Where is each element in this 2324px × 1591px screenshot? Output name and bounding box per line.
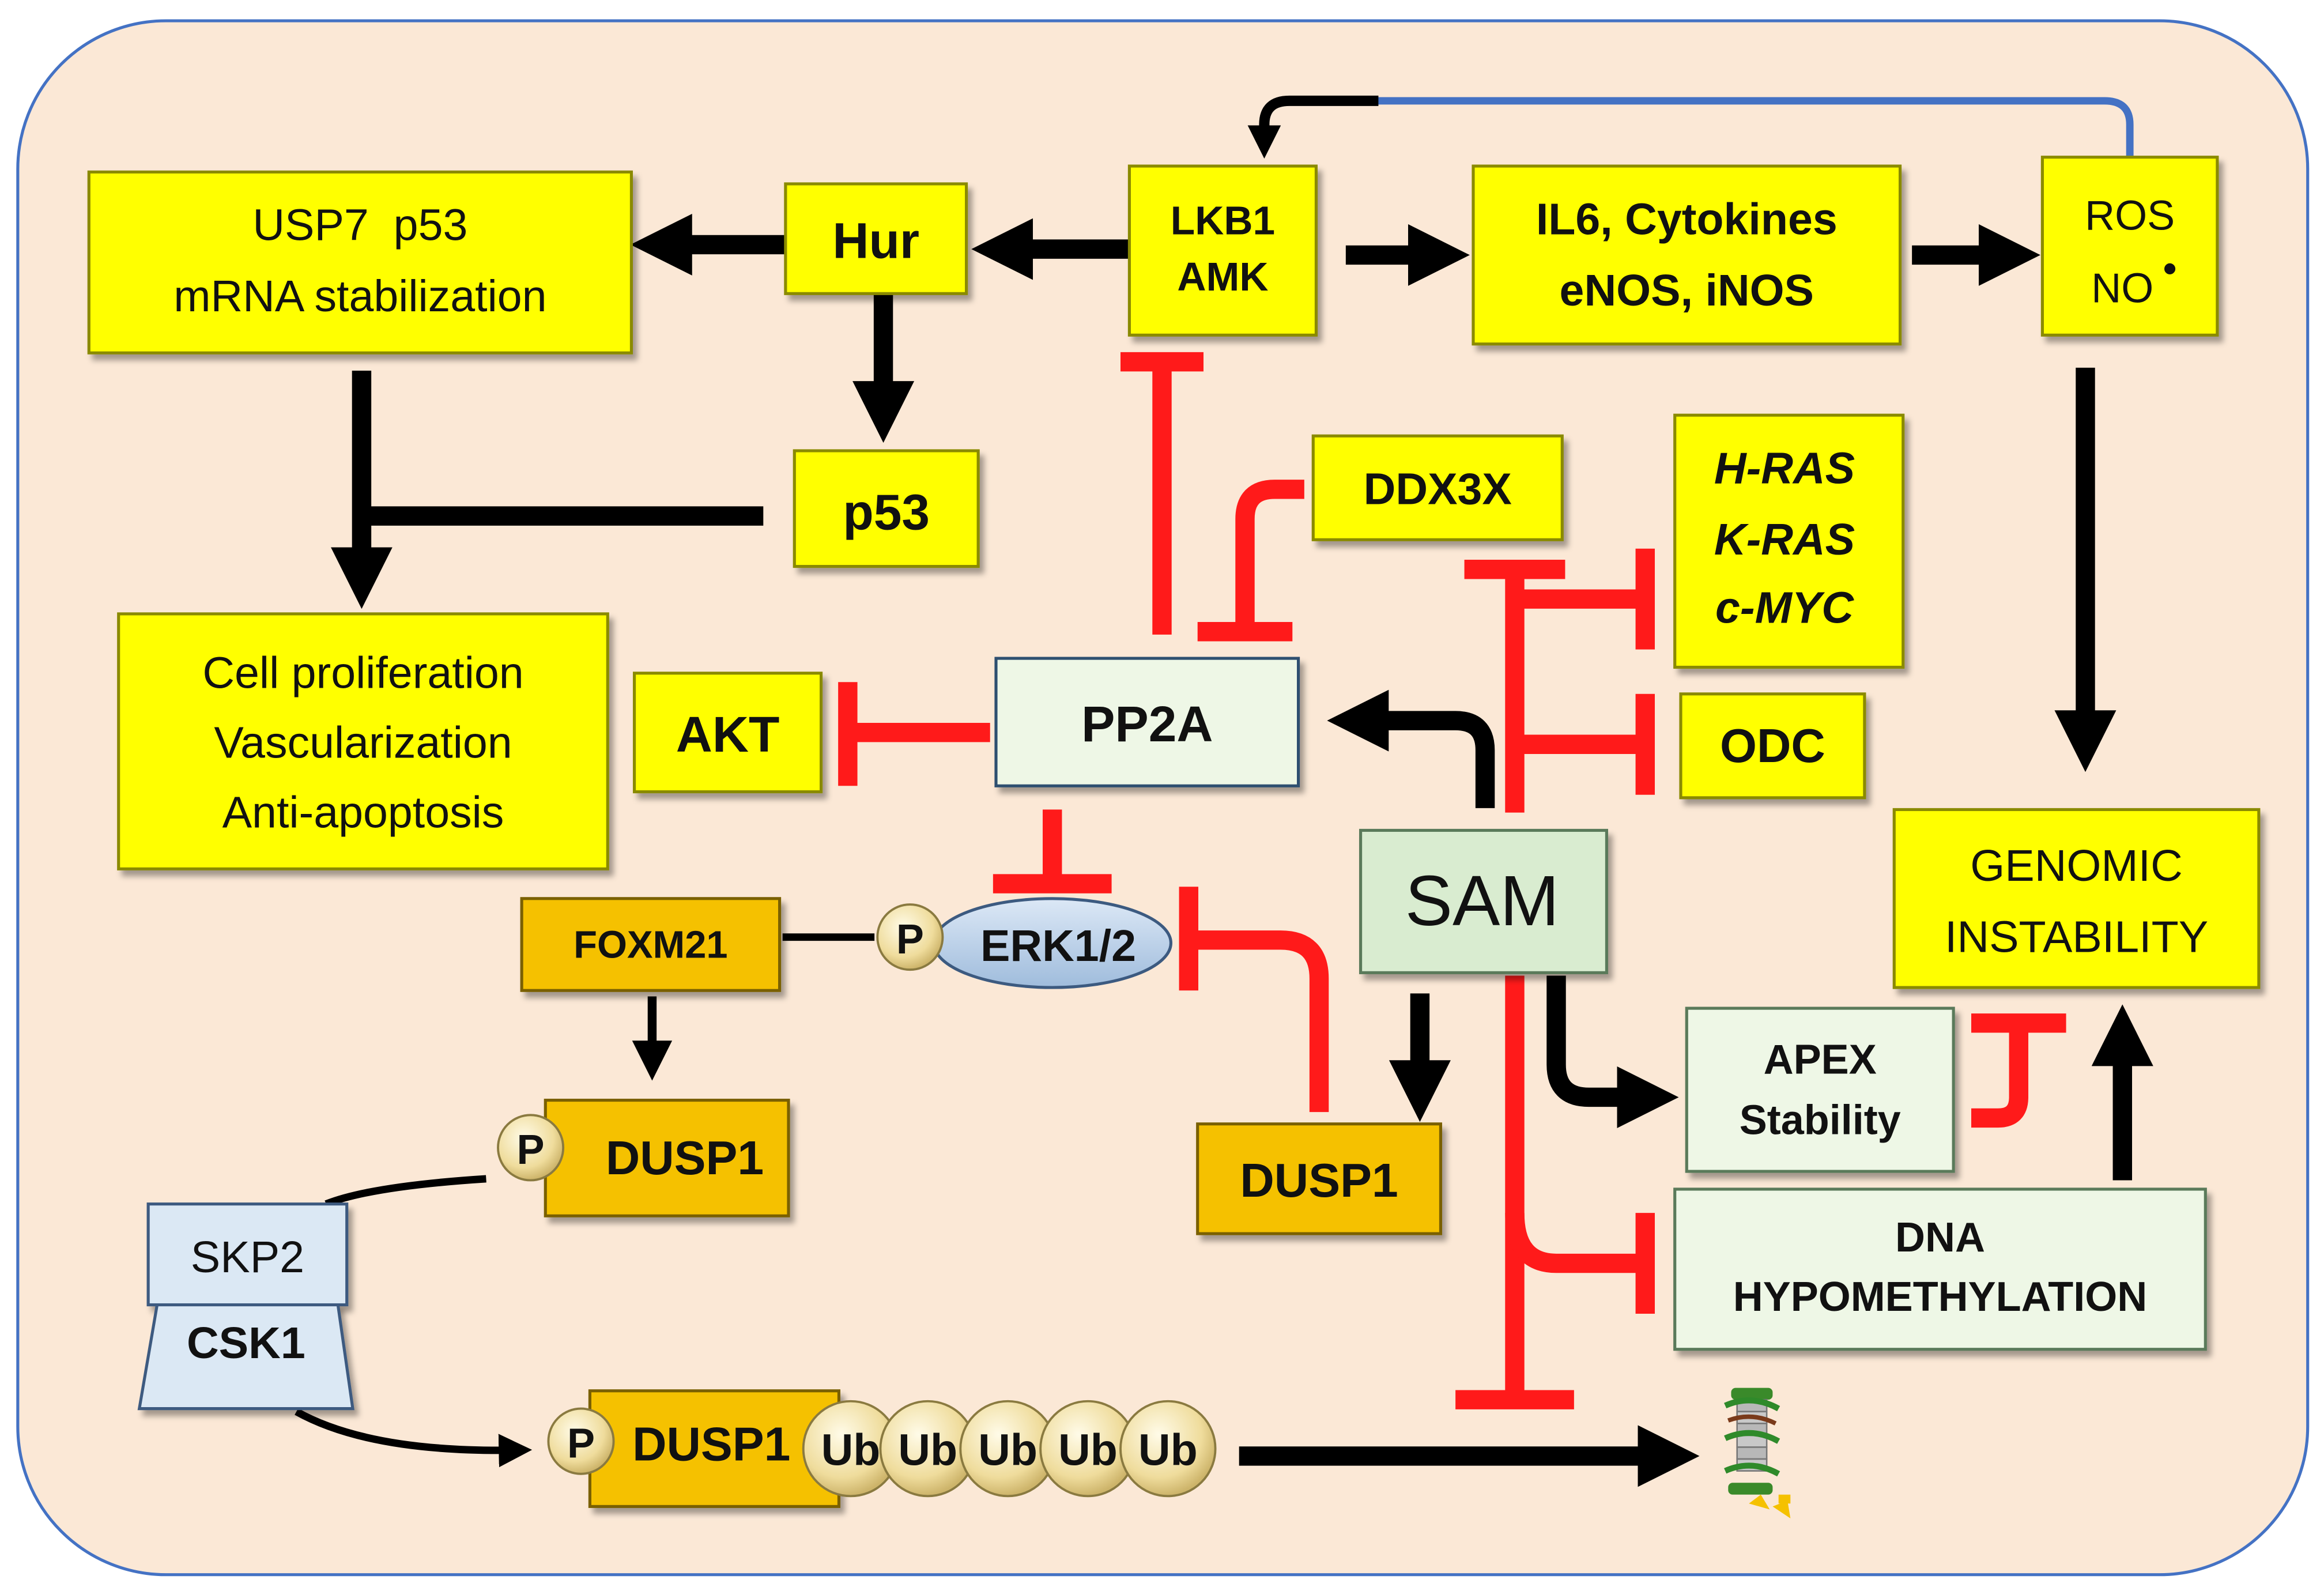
dusp1-bottom-phospho-label: P bbox=[567, 1420, 595, 1466]
node-p53[interactable]: p53 bbox=[793, 449, 980, 568]
genomic-line2: INSTABILITY bbox=[1945, 912, 2208, 962]
node-ros[interactable]: ROS NO • bbox=[2040, 156, 2219, 337]
node-apex[interactable]: APEX Stability bbox=[1685, 1006, 1955, 1173]
node-ddx3x[interactable]: DDX3X bbox=[1311, 434, 1564, 541]
hur-label: Hur bbox=[832, 213, 919, 269]
foxm21-label: FOXM21 bbox=[574, 923, 727, 967]
skp2-label: SKP2 bbox=[191, 1232, 304, 1282]
proteasome-icon bbox=[1724, 1388, 1791, 1518]
ub-label-2: Ub bbox=[898, 1425, 957, 1475]
inhibit-ddx3x-pp2a bbox=[1235, 480, 1304, 632]
node-hur[interactable]: Hur bbox=[784, 182, 968, 295]
dusp1-top-phospho-label: P bbox=[517, 1127, 545, 1173]
edge-sam-apex bbox=[1546, 975, 1679, 1128]
node-foxm21[interactable]: FOXM21 bbox=[520, 897, 782, 992]
node-lkb1[interactable]: LKB1 AMK bbox=[1127, 164, 1318, 337]
lkb1-line2: AMK bbox=[1177, 254, 1268, 299]
erk-phospho-ball bbox=[876, 903, 944, 971]
node-il6[interactable]: IL6, Cytokines eNOS, iNOS bbox=[1472, 164, 1902, 346]
node-skp2-csk1[interactable]: SKP2 CSK1 bbox=[137, 1202, 354, 1411]
dusp1-top-phospho-ball bbox=[497, 1114, 565, 1182]
node-dusp1-bottom[interactable]: DUSP1 P bbox=[547, 1389, 841, 1508]
node-genomic[interactable]: GENOMIC INSTABILITY bbox=[1892, 808, 2261, 989]
inhibit-dusp1-erk bbox=[1189, 930, 1329, 1113]
p53-label: p53 bbox=[843, 484, 930, 540]
ros-radical: • bbox=[2163, 247, 2176, 291]
ub-ball-5 bbox=[1119, 1400, 1217, 1498]
dna-line2: HYPOMETHYLATION bbox=[1733, 1274, 2148, 1320]
ras-line3: c-MYC bbox=[1715, 583, 1854, 632]
dusp1-bottom-phospho-ball bbox=[547, 1407, 615, 1475]
edge-ros-feedback bbox=[1334, 97, 2134, 157]
node-erk[interactable]: ERK1/2 P bbox=[876, 897, 1172, 989]
usp7-line1: USP7 p53 bbox=[252, 201, 467, 250]
dna-line1: DNA bbox=[1895, 1215, 1985, 1261]
ubiquitin-chain: Ub Ub Ub Ub Ub bbox=[802, 1400, 1217, 1498]
inhibit-apex-genomic bbox=[1971, 1023, 2029, 1128]
ddx3x-label: DDX3X bbox=[1364, 465, 1512, 514]
ras-line2: K-RAS bbox=[1714, 515, 1855, 564]
ros-line1: ROS bbox=[2085, 193, 2175, 239]
node-pp2a[interactable]: PP2A bbox=[994, 657, 1300, 787]
node-ras[interactable]: H-RAS K-RAS c-MYC bbox=[1673, 413, 1905, 669]
edge-sam-pp2a bbox=[1327, 689, 1495, 808]
ub-label-4: Ub bbox=[1058, 1425, 1118, 1475]
edge-ros-lkb1-arrow bbox=[1247, 95, 1379, 159]
ros-line2: NO bbox=[2091, 266, 2153, 312]
node-dna[interactable]: DNA HYPOMETHYLATION bbox=[1673, 1187, 2207, 1351]
ub-label-1: Ub bbox=[821, 1425, 881, 1475]
ras-line1: H-RAS bbox=[1714, 444, 1855, 493]
edges bbox=[295, 95, 2153, 1487]
cell-line3: Anti-apoptosis bbox=[222, 787, 504, 837]
akt-label: AKT bbox=[676, 706, 780, 763]
erk-label: ERK1/2 bbox=[980, 921, 1136, 971]
node-usp7[interactable]: USP7 p53 mRNA stabilization bbox=[87, 170, 633, 355]
csk1-label: CSK1 bbox=[187, 1318, 305, 1368]
inhibit-sam-dna bbox=[1505, 1212, 1646, 1273]
node-cell[interactable]: Cell proliferation Vascularization Anti-… bbox=[117, 612, 609, 870]
ub-label-5: Ub bbox=[1138, 1425, 1198, 1475]
ub-label-3: Ub bbox=[978, 1425, 1038, 1475]
edge-dusp1-skp2 bbox=[325, 1175, 486, 1208]
il6-line1: IL6, Cytokines bbox=[1536, 194, 1838, 244]
odc-label: ODC bbox=[1720, 720, 1825, 772]
erk-phospho-label: P bbox=[896, 917, 924, 963]
genomic-line1: GENOMIC bbox=[1970, 841, 2183, 891]
node-akt[interactable]: AKT bbox=[633, 672, 823, 794]
lkb1-line1: LKB1 bbox=[1171, 198, 1275, 243]
csk1-trapezoid bbox=[137, 1303, 354, 1411]
dusp1-bottom-label: DUSP1 bbox=[632, 1419, 790, 1471]
node-sam[interactable]: SAM bbox=[1359, 828, 1608, 974]
cell-line2: Vascularization bbox=[214, 718, 512, 767]
dusp1-mid-label: DUSP1 bbox=[1240, 1155, 1398, 1207]
cell-line1: Cell proliferation bbox=[202, 649, 523, 698]
sam-label: SAM bbox=[1405, 861, 1559, 941]
il6-line2: eNOS, iNOS bbox=[1560, 266, 1814, 315]
apex-line1: APEX bbox=[1764, 1036, 1877, 1083]
usp7-line2: mRNA stabilization bbox=[173, 272, 546, 321]
edge-csk1-ub bbox=[295, 1408, 533, 1468]
node-odc[interactable]: ODC bbox=[1679, 692, 1866, 800]
pp2a-label: PP2A bbox=[1081, 696, 1213, 752]
apex-line2: Stability bbox=[1740, 1098, 1901, 1144]
dusp1-top-label: DUSP1 bbox=[606, 1132, 764, 1185]
node-dusp1-top[interactable]: DUSP1 P bbox=[497, 1099, 790, 1217]
node-dusp1-mid[interactable]: DUSP1 bbox=[1196, 1122, 1443, 1235]
